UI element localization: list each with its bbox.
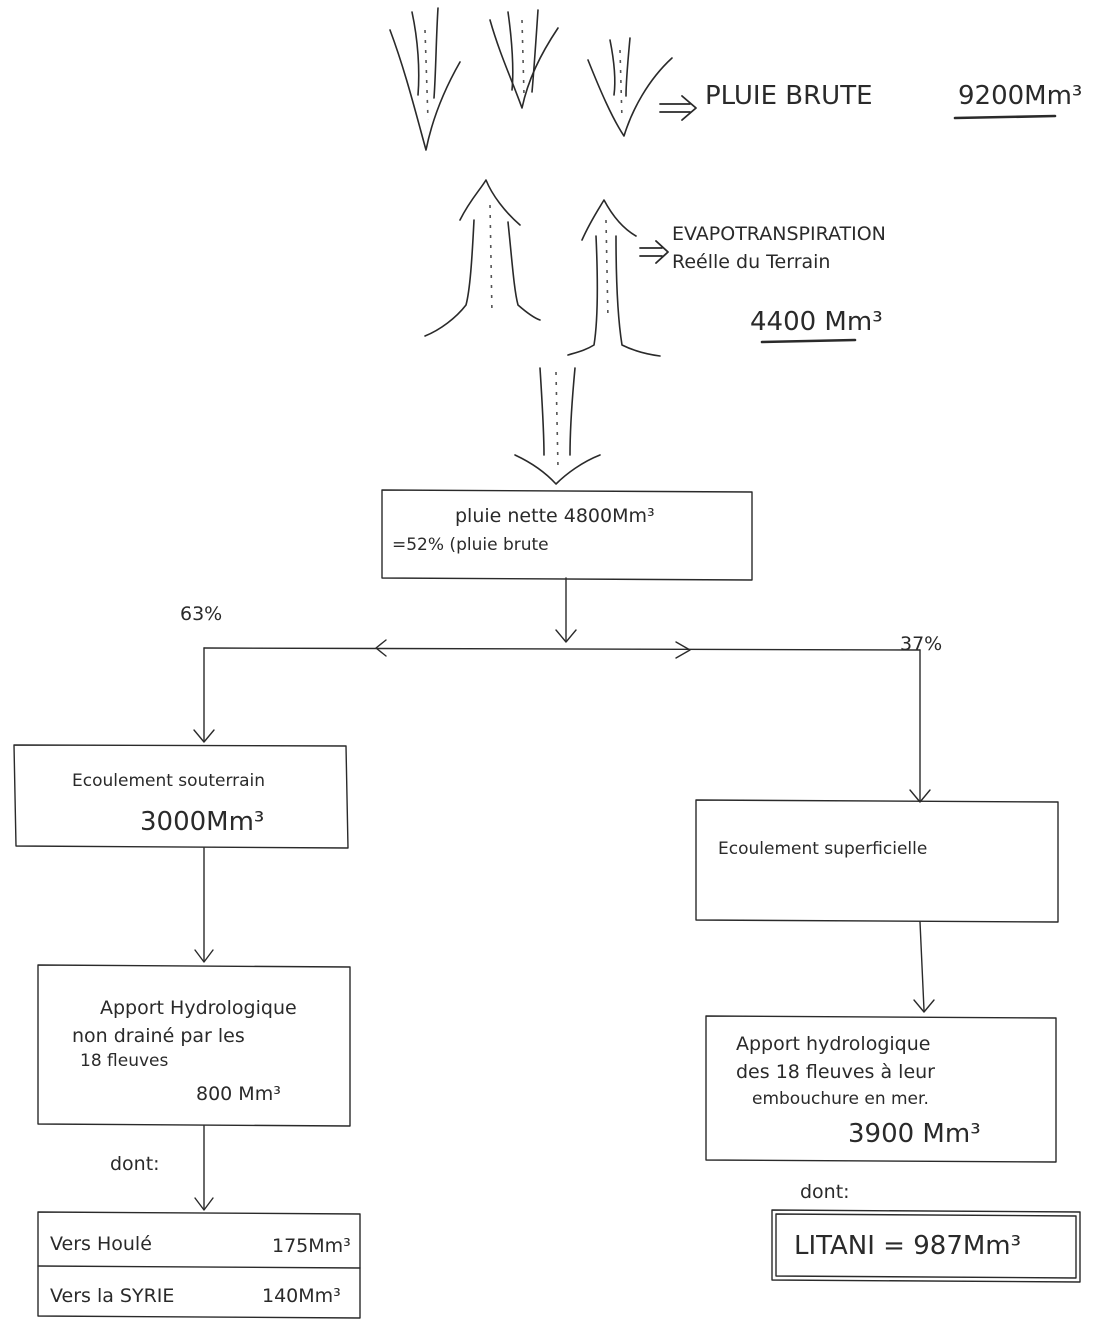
evapo-pointer-arrow xyxy=(639,240,669,264)
apport-left-line1: Apport Hydrologique xyxy=(100,997,297,1019)
left-table-row-2-value: 140Mm³ xyxy=(262,1285,341,1307)
evapo-subtitle: Reélle du Terrain xyxy=(672,251,830,273)
apport-left-box: Apport Hydrologique non drainé par les 1… xyxy=(37,964,351,1127)
rain-label: PLUIE BRUTE xyxy=(705,81,873,111)
dont-left-connector xyxy=(194,1125,214,1211)
left-table-row-2: Vers la SYRIE 140Mm³ xyxy=(50,1285,341,1307)
rain-underline xyxy=(953,114,1057,120)
apport-left-line2: non drainé par les xyxy=(72,1025,245,1047)
left-table-row-1: Vers Houlé 175Mm³ xyxy=(50,1233,351,1257)
left-table-row-1-dest: Vers Houlé xyxy=(50,1233,152,1255)
apport-right-line3: embouchure en mer. xyxy=(752,1089,929,1109)
litani-value: LITANI = 987Mm³ xyxy=(794,1231,1021,1261)
evapo-title: EVAPOTRANSPIRATION xyxy=(672,223,886,245)
rain-pointer-arrow xyxy=(659,95,697,121)
apport-right-box: Apport hydrologique des 18 fleuves à leu… xyxy=(705,1015,1057,1163)
split-connectors xyxy=(193,577,931,803)
split-left-percent: 63% xyxy=(180,603,222,625)
underground-line1: Ecoulement souterrain xyxy=(72,771,265,791)
apport-right-line1: Apport hydrologique xyxy=(736,1033,930,1055)
net-rain-line2: =52% (pluie brute xyxy=(392,535,549,555)
rain-value: 9200Mm³ xyxy=(958,81,1082,111)
rain-arrows xyxy=(389,7,673,151)
net-rain-arrow xyxy=(514,367,601,485)
underground-box: Ecoulement souterrain 3000Mm³ xyxy=(13,744,349,849)
left-destination-table: Vers Houlé 175Mm³ Vers la SYRIE 140Mm³ xyxy=(37,1211,361,1319)
surface-line1: Ecoulement superficielle xyxy=(718,839,927,859)
split-right-percent: 37% xyxy=(900,633,942,655)
left-table-row-1-value: 175Mm³ xyxy=(272,1235,351,1257)
underground-line2: 3000Mm³ xyxy=(140,807,264,837)
surface-box: Ecoulement superficielle xyxy=(695,799,1059,923)
evapo-underline xyxy=(760,338,857,344)
evapo-arrows xyxy=(424,179,661,357)
apport-left-line4: 800 Mm³ xyxy=(196,1083,281,1105)
dont-left-label: dont: xyxy=(110,1153,160,1175)
evapo-value: 4400 Mm³ xyxy=(750,307,883,337)
apport-right-line2: des 18 fleuves à leur xyxy=(736,1061,935,1083)
litani-box: LITANI = 987Mm³ xyxy=(771,1209,1081,1283)
net-rain-line1: pluie nette 4800Mm³ xyxy=(455,505,655,527)
dont-right-label: dont: xyxy=(800,1181,850,1203)
apport-connectors xyxy=(194,847,935,1013)
apport-right-line4: 3900 Mm³ xyxy=(848,1119,981,1149)
left-table-row-2-dest: Vers la SYRIE xyxy=(50,1285,174,1307)
apport-left-line3: 18 fleuves xyxy=(80,1051,168,1071)
net-rain-box: pluie nette 4800Mm³ =52% (pluie brute xyxy=(381,489,753,581)
